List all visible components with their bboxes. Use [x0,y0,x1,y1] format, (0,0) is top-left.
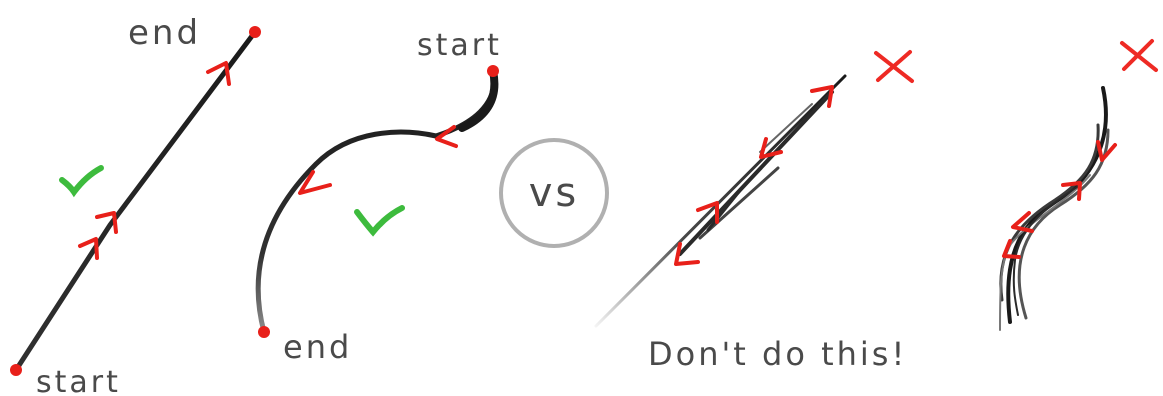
warning-label: Don't do this! [648,335,907,373]
end-point-marker [249,26,261,38]
curve-start-label: start [417,28,502,63]
cross-icon [1122,41,1156,70]
end-point-marker [258,326,270,338]
check-icon [62,168,101,192]
cross-icon [876,52,912,81]
wrong-straight-panel: Don't do this! [596,52,912,373]
curved-stroke-line [258,71,494,332]
straight-start-label: start [36,365,121,396]
curved-stroke-panel: start end [258,28,502,366]
straight-end-label: end [128,13,201,53]
start-point-marker [487,65,499,77]
straight-stroke-panel: end start [10,13,261,396]
vs-badge: vs [501,140,607,246]
start-point-marker [10,364,22,376]
curve-end-label: end [283,328,352,366]
vs-label: vs [529,170,580,216]
sketchy-stroke-line [1000,88,1108,330]
check-icon [357,208,402,232]
wrong-curve-panel [1000,41,1156,330]
sketchy-stroke-line [596,76,845,326]
straight-stroke-line [16,32,255,370]
